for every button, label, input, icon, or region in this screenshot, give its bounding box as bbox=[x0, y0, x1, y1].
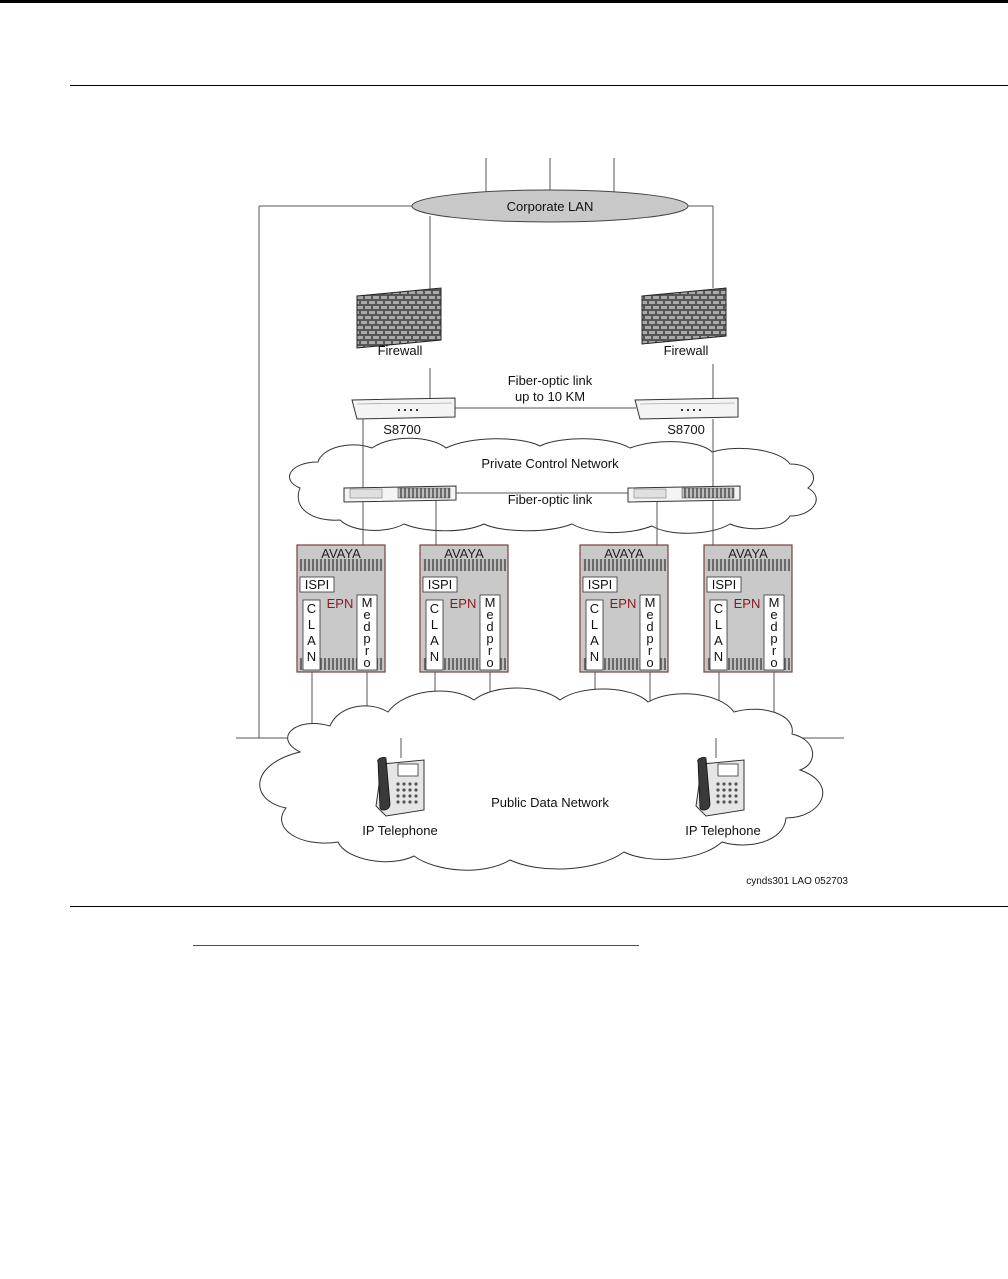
ip-telephone-left-icon bbox=[375, 757, 425, 817]
fiber-link-bottom-label: Fiber-optic link bbox=[508, 492, 593, 507]
medpro-card-letter: M bbox=[769, 595, 780, 610]
clan-card-letter: C bbox=[307, 601, 316, 616]
medpro-card-letter: M bbox=[362, 595, 373, 610]
figure-top-rule bbox=[70, 85, 1008, 86]
corporate-lan-node: Corporate LAN bbox=[411, 189, 689, 223]
avaya-logo: AVAYA bbox=[604, 546, 644, 561]
cabinet-vent-top bbox=[706, 559, 790, 571]
firewall-right: Firewall bbox=[641, 287, 727, 358]
medpro-card-letter: d bbox=[363, 619, 370, 634]
medpro-card-letter: d bbox=[770, 619, 777, 634]
medpro-card-letter: o bbox=[363, 655, 370, 670]
cabinet-vent-top bbox=[582, 559, 666, 571]
clan-card-letter: N bbox=[590, 649, 599, 664]
medpro-card-letter: r bbox=[772, 643, 777, 658]
private-control-network-label: Private Control Network bbox=[481, 456, 619, 471]
avaya-logo: AVAYA bbox=[321, 546, 361, 561]
ip-telephone-right-icon bbox=[695, 757, 745, 817]
ispi-card-label: ISPI bbox=[305, 577, 330, 592]
medpro-card-letter: M bbox=[485, 595, 496, 610]
clan-card-letter: L bbox=[715, 617, 722, 632]
clan-card-letter: C bbox=[430, 601, 439, 616]
ip-telephone-right-label: IP Telephone bbox=[685, 823, 760, 838]
medpro-card-letter: p bbox=[486, 631, 493, 646]
epn-label: EPN bbox=[734, 596, 761, 611]
switch-left bbox=[343, 485, 457, 503]
ispi-card-label: ISPI bbox=[712, 577, 737, 592]
medpro-card-letter: e bbox=[646, 607, 653, 622]
clan-card-letter: A bbox=[430, 633, 439, 648]
epn-label: EPN bbox=[450, 596, 477, 611]
medpro-card-letter: M bbox=[645, 595, 656, 610]
clan-card-letter: N bbox=[430, 649, 439, 664]
clan-card-letter: C bbox=[714, 601, 723, 616]
cabinet-vent-top bbox=[422, 559, 506, 571]
medpro-card-letter: r bbox=[648, 643, 653, 658]
server-right-label: S8700 bbox=[667, 422, 705, 437]
medpro-card-letter: p bbox=[363, 631, 370, 646]
firewall-right-label: Firewall bbox=[664, 343, 709, 358]
firewall-left: Firewall bbox=[356, 287, 442, 358]
avaya-logo: AVAYA bbox=[444, 546, 484, 561]
medpro-card-letter: e bbox=[486, 607, 493, 622]
clan-card-letter: A bbox=[714, 633, 723, 648]
medpro-card-letter: r bbox=[488, 643, 493, 658]
clan-card-letter: L bbox=[308, 617, 315, 632]
clan-card-letter: A bbox=[307, 633, 316, 648]
medpro-card-letter: o bbox=[646, 655, 653, 670]
epn-label: EPN bbox=[610, 596, 637, 611]
clan-card-letter: L bbox=[591, 617, 598, 632]
ispi-card-label: ISPI bbox=[428, 577, 453, 592]
page-top-rule bbox=[0, 0, 1008, 3]
medpro-card-letter: o bbox=[486, 655, 493, 670]
switch-right bbox=[627, 485, 741, 503]
ispi-card-label: ISPI bbox=[588, 577, 613, 592]
clan-card-letter: L bbox=[431, 617, 438, 632]
medpro-card-letter: o bbox=[770, 655, 777, 670]
server-right: S8700 bbox=[634, 397, 739, 437]
figure-bottom-rule bbox=[70, 906, 1008, 907]
lan-feed-lines bbox=[485, 158, 615, 196]
medpro-card-letter: e bbox=[770, 607, 777, 622]
medpro-card-letter: e bbox=[363, 607, 370, 622]
server-left: S8700 bbox=[351, 397, 456, 437]
fiber-link-top-label-2: up to 10 KM bbox=[515, 389, 585, 404]
clan-card-letter: N bbox=[714, 649, 723, 664]
private-control-network-cloud bbox=[289, 437, 817, 534]
ip-telephone-left-label: IP Telephone bbox=[362, 823, 437, 838]
clan-card-letter: C bbox=[590, 601, 599, 616]
medpro-card-letter: d bbox=[646, 619, 653, 634]
medpro-card-letter: p bbox=[770, 631, 777, 646]
avaya-logo: AVAYA bbox=[728, 546, 768, 561]
medpro-card-letter: d bbox=[486, 619, 493, 634]
clan-card-letter: A bbox=[590, 633, 599, 648]
clan-card-letter: N bbox=[307, 649, 316, 664]
server-to-switch-wires bbox=[362, 419, 714, 548]
public-data-network-cloud bbox=[259, 687, 824, 871]
firewall-left-label: Firewall bbox=[378, 343, 423, 358]
fiber-link-top-label-1: Fiber-optic link bbox=[508, 373, 593, 388]
cabinet-vent-top bbox=[299, 559, 383, 571]
figure-id: cynds301 LAO 052703 bbox=[746, 876, 848, 887]
hyperlink-underline[interactable] bbox=[193, 945, 639, 946]
public-data-network-label: Public Data Network bbox=[491, 795, 609, 810]
epn-label: EPN bbox=[327, 596, 354, 611]
medpro-card-letter: p bbox=[646, 631, 653, 646]
server-left-label: S8700 bbox=[383, 422, 421, 437]
corporate-lan-label: Corporate LAN bbox=[507, 199, 594, 214]
medpro-card-letter: r bbox=[365, 643, 370, 658]
